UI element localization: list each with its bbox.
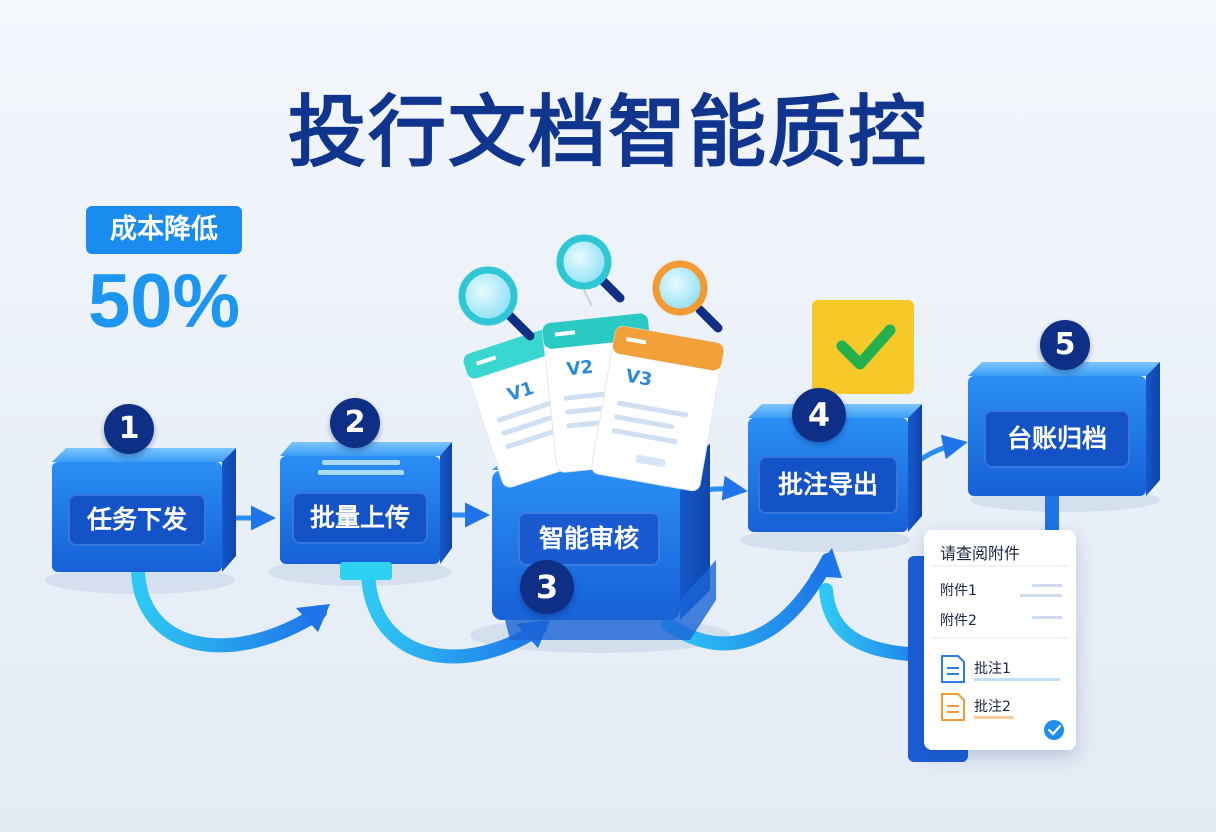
annotation-item-2: 批注2 — [974, 699, 1011, 715]
magnifier-left-icon — [458, 266, 535, 341]
document-card-v3 — [591, 325, 725, 492]
attachment-item-1: 附件1 — [940, 583, 977, 599]
step-label-4: 批注导出 — [758, 456, 898, 514]
magnifier-right-icon — [652, 260, 723, 333]
step-number-5: 5 — [1040, 320, 1090, 370]
step-label-3: 智能审核 — [518, 512, 660, 566]
check-circle-icon — [1044, 720, 1064, 740]
pipe-arrow-1-2 — [296, 604, 330, 632]
pipe-2-3 — [361, 567, 547, 664]
check-badge-icon — [812, 300, 914, 394]
annotation-item-1: 批注1 — [974, 661, 1011, 677]
document-version-v3: V3 — [624, 366, 654, 391]
cost-reduction-value: 50% — [88, 259, 241, 344]
step-label-5: 台账归档 — [984, 410, 1130, 468]
step-number-4: 4 — [792, 388, 846, 442]
document-version-v2: V2 — [566, 357, 595, 381]
magnifier-center-icon — [556, 234, 625, 307]
step-number-1: 1 — [104, 404, 154, 454]
cost-reduction-label: 成本降低 — [86, 206, 242, 254]
document-orange-icon — [941, 693, 965, 721]
page-title: 投行文档智能质控 — [287, 88, 928, 178]
pipe-arrow-3-4 — [810, 548, 842, 578]
document-blue-icon — [941, 655, 965, 683]
step-label-2: 批量上传 — [292, 492, 428, 544]
pipe-1-2 — [131, 563, 327, 653]
step-number-2: 2 — [330, 398, 380, 448]
step-number-3: 3 — [520, 560, 574, 614]
panel-title: 请查阅附件 — [940, 544, 1021, 563]
attachment-item-2: 附件2 — [940, 613, 977, 629]
step-label-1: 任务下发 — [68, 494, 206, 546]
